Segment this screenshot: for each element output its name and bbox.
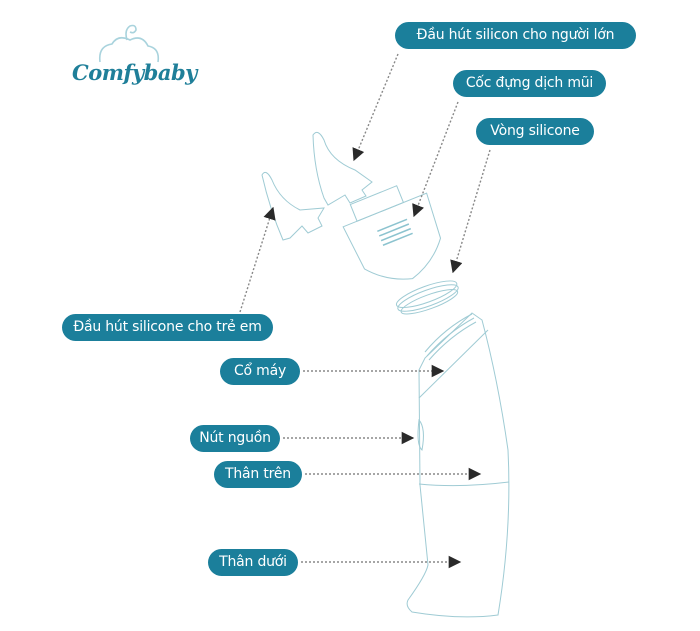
logo-cloud-icon [98, 24, 160, 63]
label-baby-tip: Đầu hút silicone cho trẻ em [62, 314, 273, 341]
label-silicone-ring: Vòng silicone [476, 118, 594, 145]
label-mucus-cup: Cốc đựng dịch mũi [453, 70, 606, 97]
label-neck: Cổ máy [220, 358, 300, 385]
label-upper-body: Thân trên [214, 461, 302, 488]
leader-mucus-cup [412, 101, 459, 218]
adult-tip-shape [312, 131, 373, 206]
label-power-button: Nút nguồn [190, 425, 280, 452]
leader-baby-tip [239, 206, 276, 313]
silicone-ring-shape [395, 280, 459, 315]
mucus-cup-shape [342, 185, 442, 280]
leader-silicone-ring [450, 149, 491, 274]
device-body-shape [406, 312, 510, 618]
label-lower-body: Thân dưới [208, 549, 298, 576]
baby-tip-shape [261, 171, 325, 241]
brand-logo: Comfybaby [72, 60, 197, 85]
leader-adult-tip [352, 53, 399, 162]
label-adult-tip: Đầu hút silicon cho người lớn [395, 22, 636, 49]
